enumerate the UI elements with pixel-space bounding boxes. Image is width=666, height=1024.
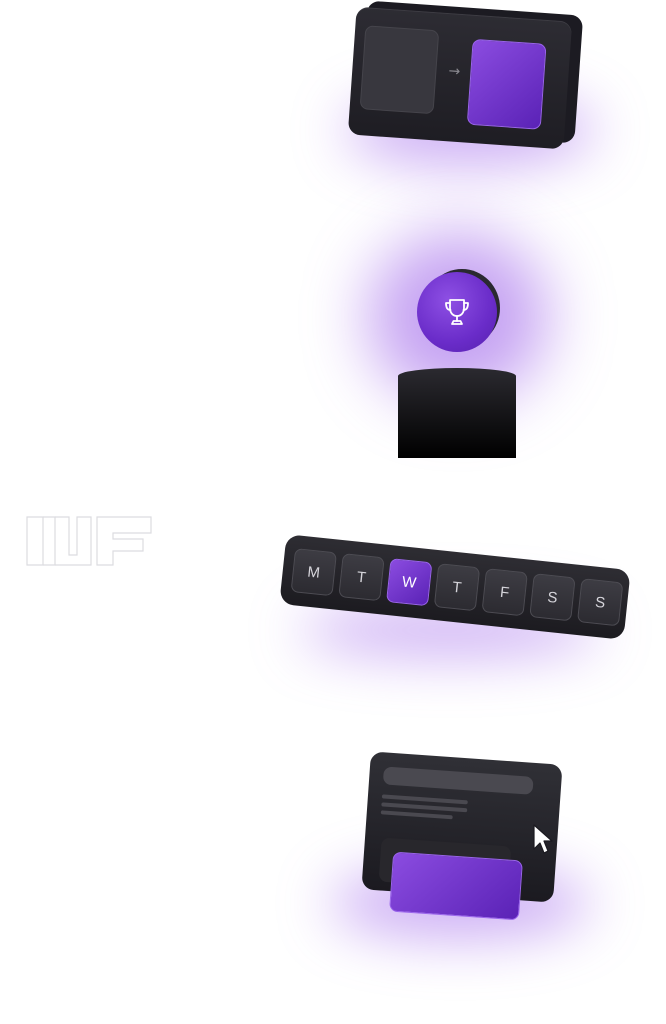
day-button-thu[interactable]: T xyxy=(433,563,481,612)
trophy-coin xyxy=(417,272,497,352)
purple-tile xyxy=(389,851,523,921)
nf-logo xyxy=(26,516,152,566)
trophy-pedestal xyxy=(398,368,516,458)
toggle-card: → xyxy=(347,6,573,150)
day-button-tue[interactable]: T xyxy=(338,553,385,602)
card-title-placeholder xyxy=(382,766,534,795)
card-text-line xyxy=(380,810,453,820)
trophy-icon xyxy=(445,299,469,325)
toggle-slot-on xyxy=(466,38,547,130)
day-button-mon[interactable]: M xyxy=(290,548,337,597)
day-button-fri[interactable]: F xyxy=(481,568,528,617)
arrow-right-icon: → xyxy=(448,63,461,80)
day-button-sat[interactable]: S xyxy=(529,573,576,622)
toggle-slot-off xyxy=(359,25,440,115)
day-button-wed[interactable]: W xyxy=(386,558,433,607)
day-button-sun[interactable]: S xyxy=(577,578,624,627)
cursor-icon xyxy=(533,824,553,854)
